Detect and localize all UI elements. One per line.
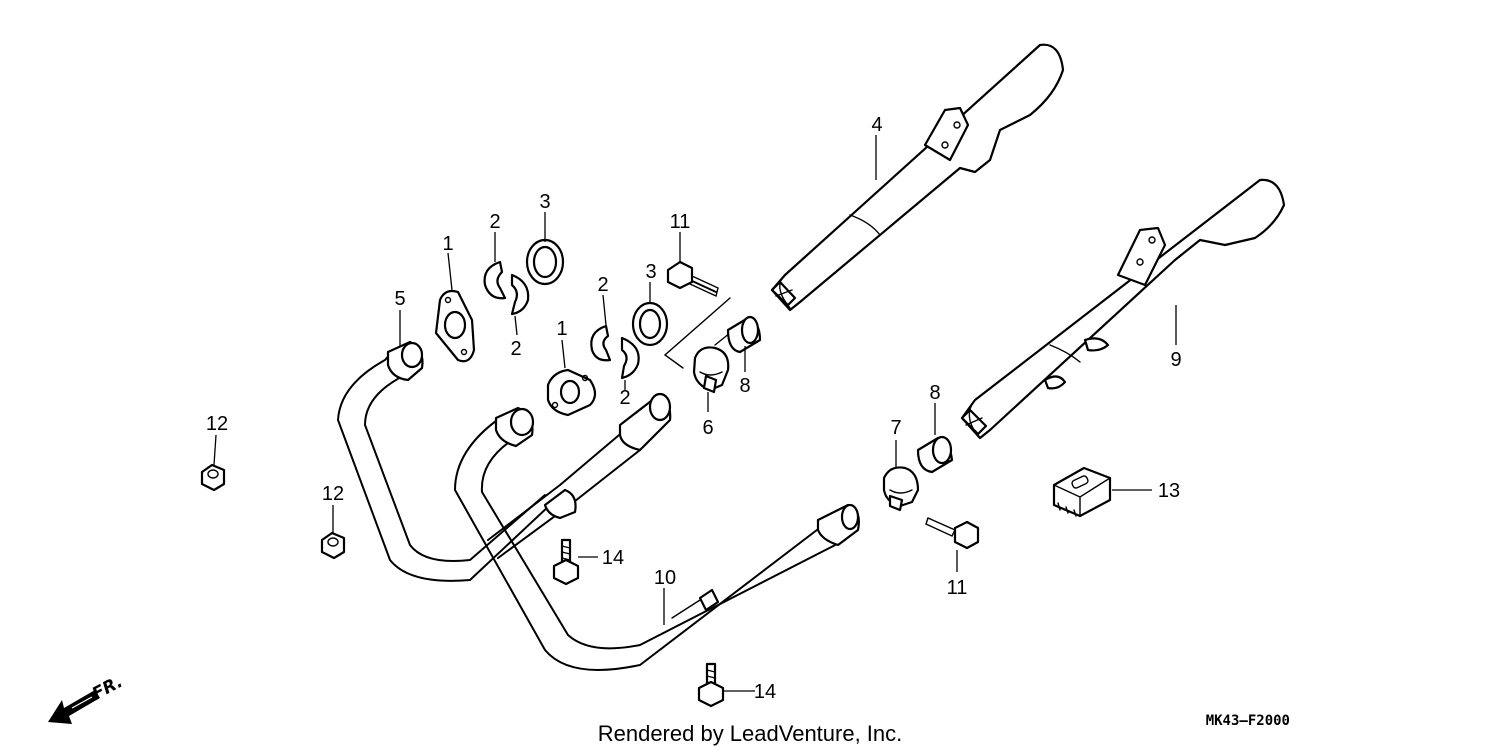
footer-credit: Rendered by LeadVenture, Inc. — [598, 721, 903, 746]
exhaust-pipe-left[interactable] — [337, 340, 551, 582]
callout-12b[interactable]: 12 — [322, 483, 344, 505]
leader-lines — [213, 135, 1177, 692]
split-collar-4[interactable] — [620, 336, 640, 380]
bolt-upper[interactable] — [666, 260, 719, 297]
callout-11a[interactable]: 11 — [670, 211, 691, 233]
callout-4[interactable]: 4 — [871, 114, 882, 136]
split-collar-1[interactable] — [483, 260, 507, 300]
callout-3a[interactable]: 3 — [539, 191, 550, 213]
callout-11b[interactable]: 11 — [947, 577, 968, 599]
callout-9[interactable]: 9 — [1170, 349, 1181, 371]
callout-2d[interactable]: 2 — [619, 387, 630, 409]
split-collar-3[interactable] — [590, 324, 612, 362]
callout-numbers: 1 1 2 2 2 2 3 3 4 5 6 7 8 8 9 10 11 11 1… — [206, 114, 1182, 703]
callout-5[interactable]: 5 — [394, 288, 405, 310]
bolt-lower[interactable] — [925, 517, 980, 550]
sleeve-lower[interactable] — [916, 435, 954, 474]
callout-8b[interactable]: 8 — [929, 382, 940, 404]
callout-2a[interactable]: 2 — [489, 211, 500, 233]
exhaust-flange-upper[interactable] — [434, 289, 476, 363]
callout-7[interactable]: 7 — [890, 417, 901, 439]
muffler-clamp-lower[interactable] — [882, 466, 920, 512]
front-direction-indicator: FR. — [48, 672, 126, 724]
callout-12a[interactable]: 12 — [206, 413, 228, 435]
sleeve-upper[interactable] — [726, 315, 762, 354]
callout-14b[interactable]: 14 — [754, 681, 776, 703]
muffler-upper[interactable] — [770, 43, 1065, 312]
callout-3b[interactable]: 3 — [645, 261, 656, 283]
callout-13[interactable]: 13 — [1158, 480, 1180, 502]
callout-1a[interactable]: 1 — [442, 233, 453, 255]
callout-10[interactable]: 10 — [654, 567, 676, 589]
exhaust-pipe-main[interactable] — [454, 406, 860, 671]
gasket-ring-upper[interactable] — [525, 238, 565, 286]
crossover-pipe[interactable] — [487, 392, 672, 559]
callout-2b[interactable]: 2 — [510, 338, 521, 360]
diagram-code: MK43–F2000 — [1206, 713, 1290, 729]
muffler-lower[interactable] — [960, 178, 1286, 440]
callout-1b[interactable]: 1 — [556, 318, 567, 340]
split-collar-2[interactable] — [510, 273, 530, 316]
nut-left[interactable] — [200, 463, 226, 492]
nut-middle[interactable] — [320, 531, 346, 560]
exhaust-flange-lower[interactable] — [546, 368, 597, 417]
callout-8a[interactable]: 8 — [739, 375, 750, 397]
stud-bolt-upper[interactable] — [552, 538, 580, 586]
callout-6[interactable]: 6 — [702, 417, 713, 439]
callout-2c[interactable]: 2 — [597, 274, 608, 296]
callout-14a[interactable]: 14 — [602, 547, 624, 569]
muffler-clamp-upper[interactable] — [663, 297, 741, 394]
heat-protector-block[interactable] — [1052, 466, 1112, 518]
stud-bolt-lower[interactable] — [697, 662, 725, 708]
gasket-ring-lower[interactable] — [631, 301, 669, 347]
front-arrow-icon — [48, 690, 100, 724]
